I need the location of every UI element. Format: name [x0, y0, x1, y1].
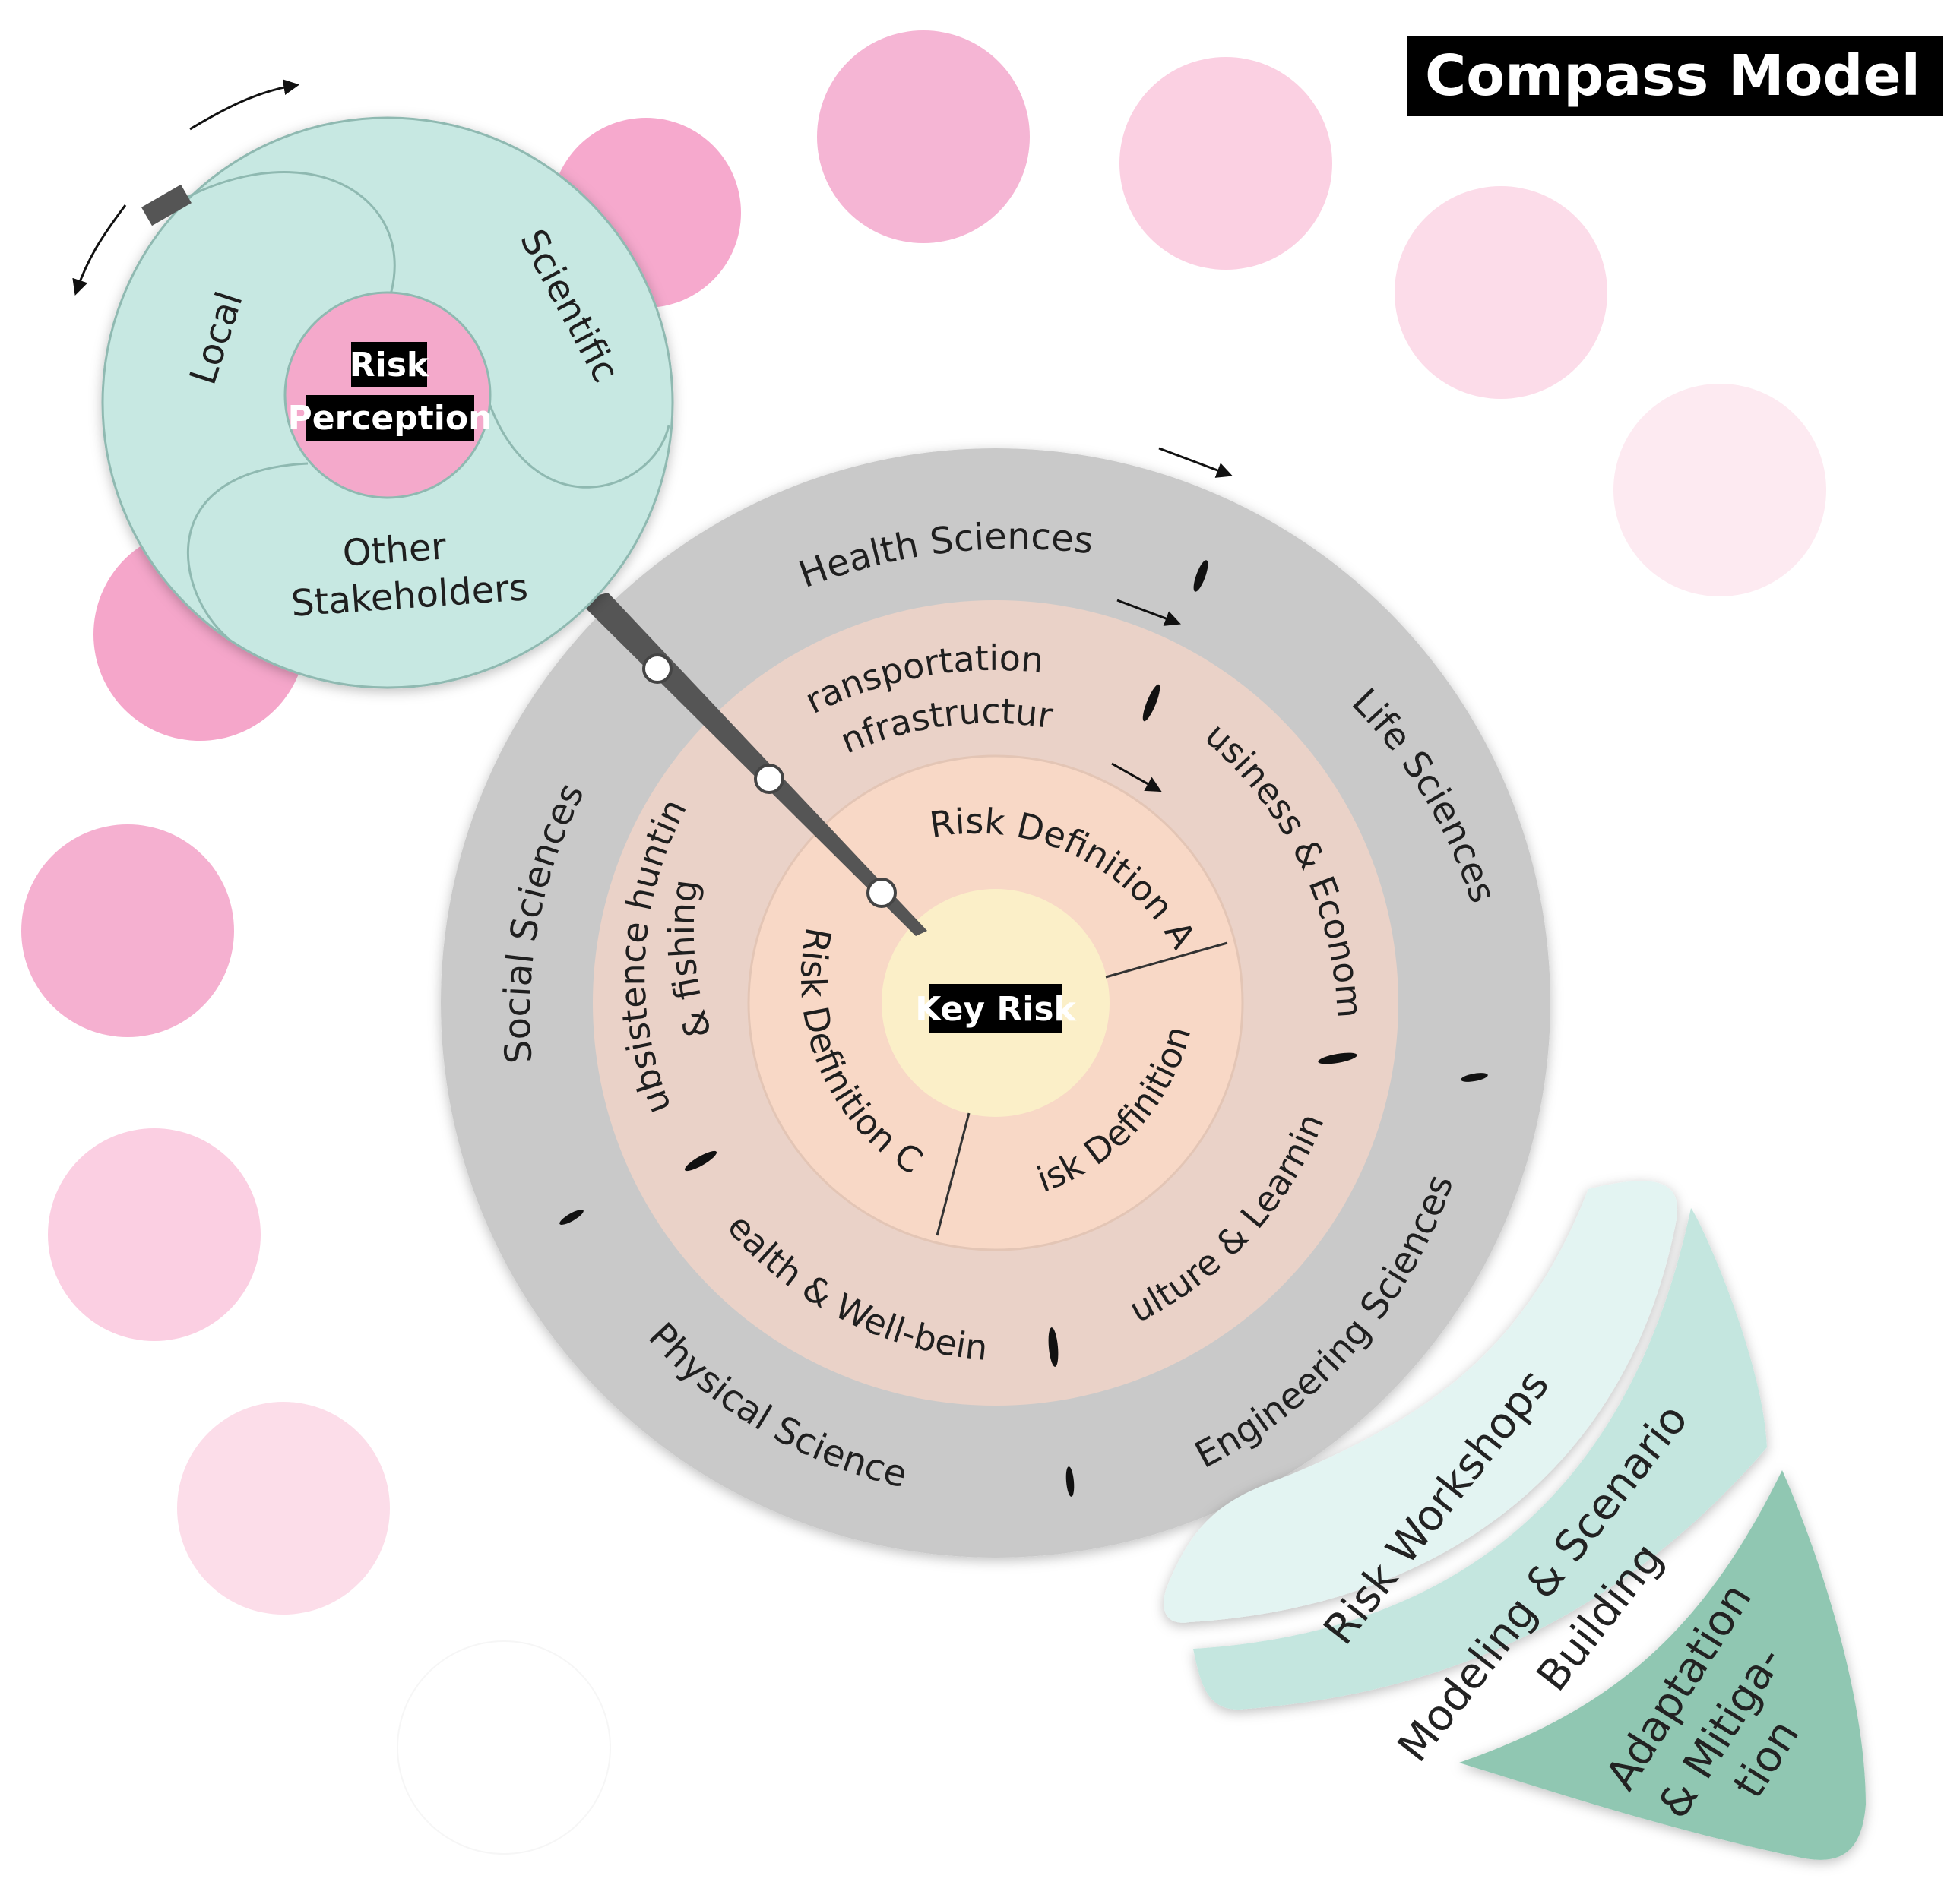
compass-needle	[578, 593, 927, 936]
funnel-stage-adaptation	[1459, 1470, 1866, 1860]
arrow-icon	[1111, 762, 1162, 792]
bubble	[21, 824, 234, 1037]
bubble	[177, 1402, 390, 1615]
bubble	[1395, 186, 1607, 399]
perception-label: Perception	[288, 399, 492, 438]
marker	[685, 1150, 717, 1172]
ring-markers	[559, 560, 1488, 1497]
marker	[1048, 1327, 1059, 1367]
bubble	[397, 1640, 611, 1855]
funnel-stage-risk-workshops	[1164, 1181, 1678, 1623]
rotation-handle	[141, 184, 192, 226]
divider-line	[936, 1112, 971, 1236]
key-risk-box	[929, 984, 1062, 1033]
perception-box	[306, 395, 474, 441]
bubble	[817, 30, 1030, 243]
segment-divider	[187, 462, 309, 640]
needle-joint	[866, 878, 897, 908]
arrow-icon	[1116, 599, 1181, 626]
marker	[1461, 1073, 1488, 1082]
key-risk-label: Key Risk	[915, 990, 1077, 1029]
process-funnel	[1164, 1181, 1866, 1860]
perception-wheel: Risk Perception Local Scientific Other S…	[72, 79, 674, 689]
title-box: Compass Model	[1407, 36, 1943, 116]
rotate-arrow-icon	[189, 79, 300, 131]
bubble	[1613, 384, 1826, 596]
segment-divider	[159, 171, 396, 305]
bubble	[48, 1128, 261, 1341]
divider-line	[1105, 941, 1228, 979]
marker	[1318, 1052, 1357, 1064]
rotate-arrow-icon	[72, 204, 127, 296]
rotation-arrows	[1111, 447, 1233, 792]
label-other: Other	[341, 525, 448, 574]
risk-box	[351, 342, 427, 387]
marker	[1193, 560, 1208, 592]
arrow-icon	[1158, 447, 1233, 478]
needle-joint	[642, 653, 673, 684]
risk-label: Risk	[350, 346, 430, 384]
segment-divider	[485, 394, 670, 489]
bubble	[1119, 57, 1332, 270]
decorative-bubbles	[21, 30, 1826, 1855]
funnel-stage-modeling	[1193, 1208, 1767, 1710]
marker	[1142, 684, 1160, 722]
marker	[1065, 1466, 1075, 1497]
page-title: Compass Model	[1425, 43, 1920, 109]
needle-joint	[754, 764, 784, 794]
marker	[559, 1210, 584, 1225]
